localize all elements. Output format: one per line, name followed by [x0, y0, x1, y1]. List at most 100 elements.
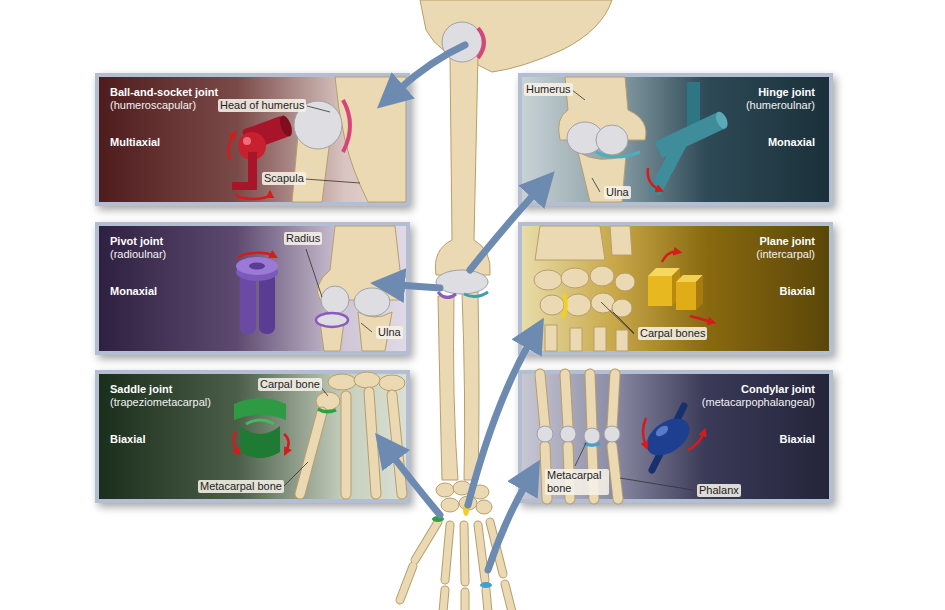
carpal-illustration — [590, 266, 614, 286]
hand-bones — [478, 525, 485, 580]
saddle-icon — [233, 432, 238, 452]
radioulnar-illustration — [354, 288, 390, 316]
joint-location: (humeroulnar) — [746, 99, 815, 112]
arm-skeleton — [462, 292, 479, 480]
thumb-illustration — [342, 396, 351, 494]
part-label: Metacarpal bone — [545, 469, 609, 495]
hinge-icon — [648, 142, 686, 196]
radioulnar-illustration — [321, 286, 349, 314]
carpal-illustration — [545, 325, 557, 351]
hinge-icon — [713, 110, 730, 131]
plane-icon — [696, 275, 703, 310]
plane-icon — [648, 276, 672, 306]
finger-illustration — [612, 374, 615, 428]
arm-skeleton — [436, 483, 454, 497]
hinge-icon — [654, 112, 725, 158]
thumb-illustration — [300, 392, 402, 494]
leader-lines — [361, 323, 372, 332]
thumb-illustration — [328, 374, 356, 390]
radioulnar-illustration — [316, 226, 405, 351]
part-label: Ulna — [376, 326, 403, 339]
thumb-illustration — [300, 392, 402, 494]
axis-class: Monaxial — [110, 285, 157, 298]
joint-location: (trapeziometacarpal) — [110, 396, 211, 409]
thumb-illustration — [392, 395, 402, 494]
hand-bones — [486, 590, 488, 610]
finger-illustration — [560, 426, 576, 442]
part-label: Radius — [284, 232, 322, 245]
ball-socket-icon — [243, 137, 251, 145]
finger-illustration — [537, 426, 553, 442]
arm-skeleton — [476, 500, 492, 514]
thumb-illustration — [369, 392, 376, 494]
hand-bones — [505, 584, 512, 610]
finger-illustration — [604, 426, 620, 442]
finger-illustration — [590, 374, 592, 430]
leader-lines — [572, 90, 585, 100]
hinge-icon — [648, 82, 730, 196]
joint-panel: Ball-and-socket joint(humeroscapular)Mul… — [95, 73, 410, 206]
finger-illustration — [584, 428, 600, 444]
arm-skeleton — [420, 0, 612, 72]
plane-icon — [676, 282, 696, 310]
hand-bones — [478, 525, 485, 580]
condylar-icon — [654, 424, 670, 439]
pointer-arrows — [468, 342, 530, 505]
hand-bones — [464, 525, 465, 582]
arm-skeleton — [464, 292, 488, 297]
joint-location: (intercarpal) — [756, 248, 815, 261]
carpal-illustration — [615, 273, 635, 291]
hand-bones — [400, 566, 413, 600]
joint-name: Pivot joint — [110, 235, 163, 248]
arm-skeleton — [438, 292, 456, 298]
hinge-icon — [654, 110, 730, 158]
elbow-illustration — [596, 125, 628, 155]
thumb-illustration — [392, 395, 402, 494]
leader-lines — [620, 478, 693, 490]
carpal-illustration — [561, 268, 589, 288]
finger-illustration — [540, 374, 545, 428]
carpal-illustration — [616, 330, 628, 351]
carpal-illustration — [563, 294, 566, 318]
saddle-icon — [246, 420, 274, 424]
carpal-illustration — [591, 293, 615, 313]
condylar-icon — [640, 406, 704, 470]
hand-bones — [400, 522, 512, 610]
condylar-icon — [640, 411, 697, 463]
condylar-icon — [688, 432, 704, 450]
plane-icon — [662, 252, 678, 262]
carpal-illustration — [565, 294, 591, 316]
thumb-illustration — [300, 412, 322, 494]
pivot-icon — [236, 257, 278, 275]
hand-bones — [480, 582, 492, 588]
joint-location: (metacarpophalangeal) — [702, 396, 815, 409]
axis-class: Biaxial — [780, 433, 815, 446]
hand-bones — [443, 590, 445, 610]
shoulder-illustration — [335, 77, 406, 202]
finger-illustration — [540, 374, 545, 428]
panel-frames — [522, 374, 829, 499]
panel-frames — [518, 370, 833, 503]
hand-bones — [445, 525, 450, 580]
panel-frames — [95, 73, 833, 503]
hand-bones — [486, 590, 488, 610]
thumb-illustration — [354, 372, 380, 388]
plane-icon — [648, 252, 712, 322]
hand-bones — [443, 590, 445, 610]
carpal-illustration — [610, 226, 632, 255]
panel-frames — [522, 226, 829, 351]
carpal-illustration — [534, 226, 635, 351]
axis-class: Multiaxial — [110, 136, 160, 149]
finger-illustration — [612, 446, 618, 499]
thumb-illustration — [341, 396, 352, 494]
hand-bones — [445, 525, 450, 580]
carpal-illustration — [535, 226, 605, 260]
pivot-icon — [238, 253, 274, 258]
part-label: Ulna — [604, 186, 631, 199]
panel-frames — [95, 222, 410, 355]
pointer-arrows — [488, 484, 526, 570]
leader-lines — [592, 178, 600, 192]
ball-socket-icon — [232, 182, 257, 190]
